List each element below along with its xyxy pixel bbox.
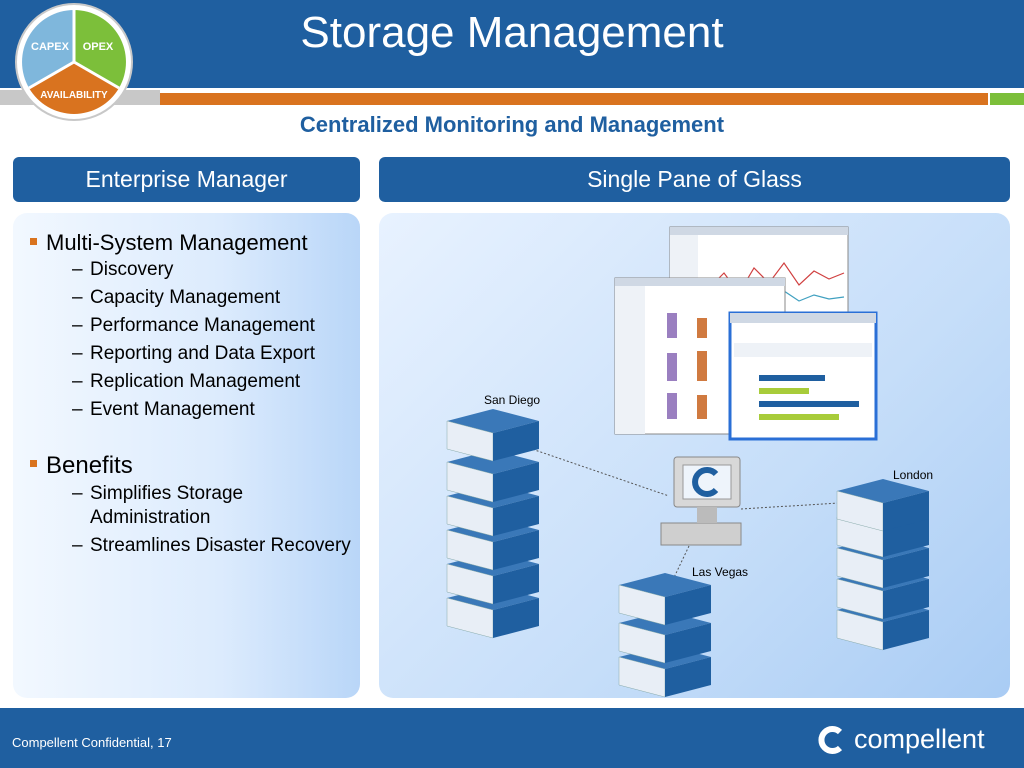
computer-workstation-icon bbox=[660, 456, 742, 546]
compellent-logo-icon bbox=[818, 726, 843, 754]
bullet-multi-system: Multi-System Management bbox=[30, 230, 360, 256]
logo-opex: OPEX bbox=[83, 41, 114, 53]
bullet-benefits: Benefits bbox=[30, 452, 360, 480]
logo-availability: AVAILABILITY bbox=[40, 90, 108, 101]
sub-bullet-discovery: –Discovery bbox=[72, 259, 174, 280]
site-label-san-diego: San Diego bbox=[484, 393, 540, 407]
report-window-front bbox=[728, 311, 878, 441]
bullet-list: Multi-System Management –Discovery –Capa… bbox=[30, 230, 360, 562]
tab-enterprise-manager: Enterprise Manager bbox=[13, 157, 360, 202]
sub-bullet-performance: –Performance Management bbox=[72, 315, 315, 336]
brand-name: compellent bbox=[854, 724, 985, 754]
site-label-london: London bbox=[893, 468, 933, 482]
accent-stripe-green bbox=[990, 93, 1024, 105]
footer-bar bbox=[0, 708, 1024, 768]
bullet-square-icon bbox=[30, 238, 37, 245]
storage-stack-san-diego bbox=[446, 408, 540, 639]
bullet-panel bbox=[13, 213, 360, 698]
slide-subtitle: Centralized Monitoring and Management bbox=[299, 112, 725, 137]
storage-stack-london bbox=[836, 478, 930, 651]
storage-stack-las-vegas bbox=[618, 572, 712, 698]
sub-bullet-event: –Event Management bbox=[72, 399, 255, 420]
site-label-las-vegas: Las Vegas bbox=[692, 565, 748, 579]
capex-opex-availability-logo: CAPEX OPEX AVAILABILITY bbox=[15, 3, 133, 121]
link-london bbox=[740, 502, 840, 510]
sub-bullet-reporting: –Reporting and Data Export bbox=[72, 343, 315, 364]
tab-single-pane-of-glass: Single Pane of Glass bbox=[379, 157, 1010, 202]
footer-confidential: Compellent Confidential, 17 bbox=[12, 735, 172, 750]
network-diagram: San Diego London Las Vegas bbox=[446, 226, 933, 698]
sub-bullet-capacity: –Capacity Management bbox=[72, 287, 281, 308]
sub-bullet-streamlines: –Streamlines Disaster Recovery bbox=[72, 535, 351, 556]
sub-bullet-replication: –Replication Management bbox=[72, 371, 301, 392]
logo-capex: CAPEX bbox=[31, 41, 70, 53]
sub-bullet-simplifies: –Simplifies Storage Administration bbox=[72, 483, 244, 528]
accent-stripe-orange bbox=[0, 93, 988, 105]
header-bar bbox=[0, 0, 1024, 88]
link-san-diego bbox=[528, 447, 670, 497]
slide-title: Storage Management bbox=[300, 8, 724, 57]
bullet-square-icon bbox=[30, 460, 37, 467]
